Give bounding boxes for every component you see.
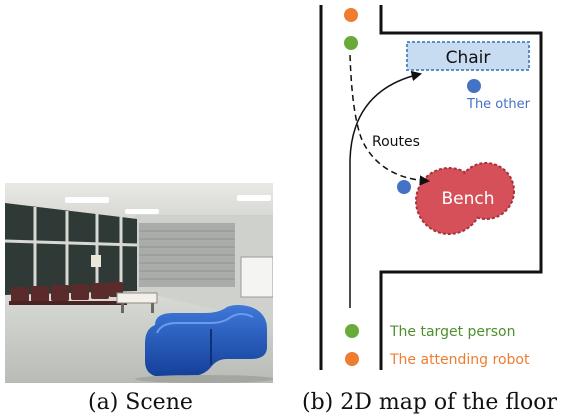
bench-label: Bench [441, 189, 494, 209]
robot-label: The attending robot [389, 352, 530, 368]
lobby-photo-icon [5, 183, 273, 383]
target-start-icon [344, 36, 358, 50]
walls [319, 5, 543, 370]
target-label: The target person [389, 324, 516, 340]
map-caption: (b) 2D map of the floor [302, 390, 558, 415]
scene-caption: (a) Scene [88, 390, 193, 415]
robot-route-line [349, 70, 423, 308]
other-person-icon [467, 79, 481, 93]
other-label: The other [466, 97, 531, 112]
routes-label: Routes [372, 134, 420, 150]
robot-start-icon [344, 8, 358, 22]
robot-end-icon [345, 352, 359, 366]
room-wall [379, 5, 543, 370]
scene-photo [5, 183, 273, 383]
chair-label: Chair [446, 48, 491, 68]
chair-shape [406, 41, 530, 71]
other-person-2-icon [397, 180, 411, 194]
target-route-line [349, 54, 431, 186]
target-end-icon [345, 324, 359, 338]
bench-shape [415, 162, 515, 235]
